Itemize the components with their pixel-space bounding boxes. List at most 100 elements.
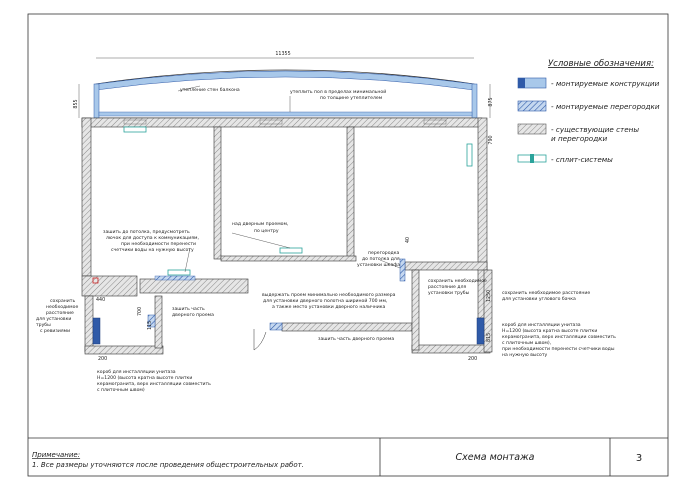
radiator-1	[123, 119, 147, 125]
dim-right-jog-vertical: 1250	[486, 290, 492, 302]
balcony-right-wall	[471, 83, 478, 119]
wall-mid-horizontal	[220, 255, 357, 262]
note-ceiling-hatch-4: счетчики воды на нужную высоту	[111, 248, 194, 253]
note-keep-left-2: необходимое	[46, 304, 78, 310]
toilet-box-left	[92, 317, 101, 345]
note-box-right-3: керамогранита, верх инсталляции совмести…	[502, 335, 616, 340]
wall-bath-left-inner	[154, 295, 163, 349]
note-keep-right-1: сохранить необходимое	[428, 278, 487, 284]
balcony-insulation	[95, 70, 475, 91]
mounted-partition-wardrobe	[399, 258, 406, 282]
note-partition-1: перегородка	[368, 251, 399, 256]
note-door-bottom: зашить часть дверного проема	[318, 337, 394, 342]
note-doorway-2: для установки дверного полотна шириной 7…	[263, 297, 388, 304]
leader-balcony-wall	[177, 85, 201, 92]
leader-door-center	[231, 232, 291, 249]
note-door-center-2: по центру	[254, 229, 279, 234]
mounted-partition-door-left	[147, 314, 156, 328]
wall-bathroom-bottom	[84, 345, 164, 355]
wall-bath-right-inner	[411, 269, 420, 351]
wall-partition-1	[213, 126, 222, 260]
note-box-left-3: керамогранита, верх инсталляции совмести…	[97, 382, 211, 387]
wall-partition-2	[346, 126, 355, 260]
split-system-2	[279, 247, 303, 254]
dim-overall-width: 11355	[275, 51, 290, 57]
note-box-left-2: Н=1200 (высота кратна высоте плитки	[97, 375, 192, 381]
wall-corridor	[139, 278, 249, 294]
balcony-floor-insulation	[98, 111, 473, 117]
dim-bottom-right: 200	[468, 356, 477, 362]
wall-bottom-mid	[281, 322, 413, 332]
dim-left-balcony: 855	[73, 99, 79, 108]
note-door-left-2: дверного проема	[172, 313, 214, 318]
split-system-4	[466, 143, 473, 167]
note-keep-right-2: расстояние для	[428, 285, 466, 290]
note-keep-bath-1: сохранить необходимое расстояние	[502, 290, 590, 296]
door-swing	[253, 329, 267, 351]
wall-left	[81, 117, 92, 277]
split-system-1	[123, 126, 147, 133]
leader-partition	[379, 259, 401, 269]
legend-swatch-partitions	[517, 100, 547, 112]
floor-plan: 11355 855 875 790 440 700 115 200 200 12…	[73, 51, 494, 362]
wall-bath-right-bottom	[411, 344, 491, 354]
legend-label-split: - сплит-системы	[551, 155, 613, 164]
sheet-frame	[27, 13, 669, 477]
radiator-3	[423, 119, 447, 125]
balcony-left-wall	[93, 83, 100, 119]
title-block: Примечание: 1. Все размеры уточняются по…	[28, 437, 668, 476]
wall-bath-right-side	[483, 269, 493, 353]
mounted-ceiling-box	[154, 275, 196, 281]
note-doorway-1: выдержать проем минимально необходимого …	[262, 292, 396, 298]
legend-label-existing-2: и перегородки	[551, 134, 608, 143]
note-box-left-4: с плиточным швом)	[97, 387, 145, 393]
dim-door-left-small: 115	[147, 321, 153, 330]
note-ceiling-hatch-2: лючок для доступа к коммуникациям,	[106, 236, 199, 241]
note-box-right-1: короб для инсталляции унитаза	[502, 322, 581, 328]
legend-swatch-existing	[517, 123, 547, 135]
note-balcony-floor-2: по толщине утеплителем	[320, 96, 383, 101]
mounted-partition-door-bottom	[269, 322, 283, 331]
note-balcony-floor-1: утеплить пол в пределах минимальной	[290, 88, 386, 95]
wall-left-lower	[81, 275, 138, 297]
note-text: 1. Все размеры уточняются после проведен…	[32, 461, 304, 469]
note-box-right-4: с плиточным швом),	[502, 340, 552, 346]
sheet-number: 3	[636, 453, 642, 464]
legend-title: Условные обозначения:	[548, 59, 654, 69]
note-door-left-1: зашить часть	[172, 307, 205, 312]
dim-door-left: 700	[137, 307, 143, 316]
note-keep-right-3: установки трубы	[428, 290, 470, 296]
note-box-right-6: на нужную высоту	[502, 353, 548, 358]
legend-label-existing: - существующие стены	[551, 125, 639, 134]
split-system-3	[167, 269, 191, 276]
radiator-2	[259, 119, 283, 125]
legend-label-mounted: - монтируемые конструкции	[551, 79, 660, 88]
dim-bottom-left: 200	[98, 356, 107, 362]
legend-label-partitions: - монтируемые перегородки	[551, 102, 660, 111]
dim-left-jog: 440	[96, 297, 105, 303]
wall-bathroom-left	[84, 295, 94, 353]
note-title: Примечание:	[32, 451, 80, 459]
dim-right-side: 790	[488, 135, 494, 144]
sheet-title: Схема монтажа	[455, 452, 534, 463]
dim-right-jog-small: 815	[486, 333, 492, 342]
legend-swatch-mounted-mark	[518, 78, 525, 88]
legend-swatch-split-mark	[530, 154, 534, 163]
note-doorway-3: а также место установки дверного налични…	[272, 305, 386, 310]
note-balcony-wall: утепление стен балкона	[180, 87, 240, 93]
leader-ceiling-hatch	[184, 247, 191, 273]
note-box-left-1: короб для инсталляции унитаза	[97, 369, 176, 375]
note-ceiling-hatch-1: зашить до потолка, предусмотреть	[103, 230, 190, 235]
note-ceiling-hatch-3: при необходимости перенести	[121, 241, 196, 247]
note-box-right-5: при необходимости перенести счетчики вод…	[502, 346, 615, 352]
note-keep-left-3: расстояние	[46, 311, 74, 316]
pipe-marker	[92, 277, 99, 284]
note-box-right-2: Н=1200 (высота кратна высоте плитки	[502, 328, 597, 334]
legend: Условные обозначения: - монтируемые конс…	[517, 59, 660, 164]
note-door-center-1: над дверным проемом,	[232, 222, 289, 227]
note-keep-bath-2: для установки углового бачка	[502, 296, 576, 302]
dim-right-top-small: 40	[405, 237, 411, 243]
note-partition-2: до потолка для	[362, 257, 400, 262]
toilet-box-right	[476, 317, 485, 345]
